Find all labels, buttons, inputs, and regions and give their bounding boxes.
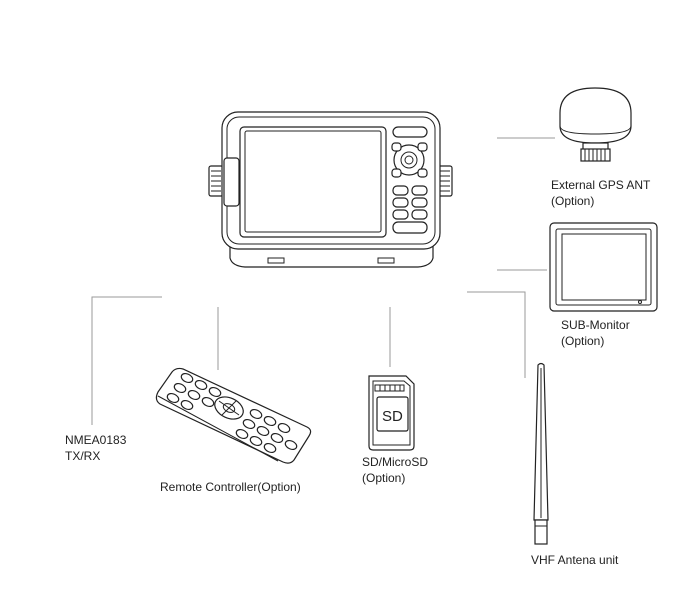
sub-monitor <box>549 222 658 312</box>
nmea-label: NMEA0183 <box>65 433 127 447</box>
remote-controller-label: Remote Controller(Option) <box>160 480 301 494</box>
gps-antenna-option-label: (Option) <box>551 194 594 208</box>
remote-dpad <box>214 396 244 420</box>
sd-card-label: SD/MicroSD <box>362 455 428 469</box>
sd-card-text: SD <box>382 408 403 425</box>
remote-lower-keypad <box>235 408 298 454</box>
sd-card-option-label: (Option) <box>362 471 405 485</box>
sd-card <box>368 375 415 451</box>
gps-antenna <box>559 87 632 162</box>
left-mount-knob <box>208 165 224 197</box>
nmea-txrx-label: TX/RX <box>65 449 100 463</box>
vhf-antenna-label: VHF Antena unit <box>531 553 619 567</box>
sub-monitor-option-label: (Option) <box>561 334 604 348</box>
remote-controller <box>155 367 312 464</box>
main-display-unit <box>208 111 453 268</box>
remote-upper-keypad <box>166 372 222 411</box>
right-mount-knob <box>437 165 453 197</box>
gps-antenna-label: External GPS ANT <box>551 178 651 192</box>
sub-monitor-label: SUB-Monitor <box>561 318 630 332</box>
connection-lines <box>91 137 555 425</box>
vhf-antenna <box>533 362 549 545</box>
